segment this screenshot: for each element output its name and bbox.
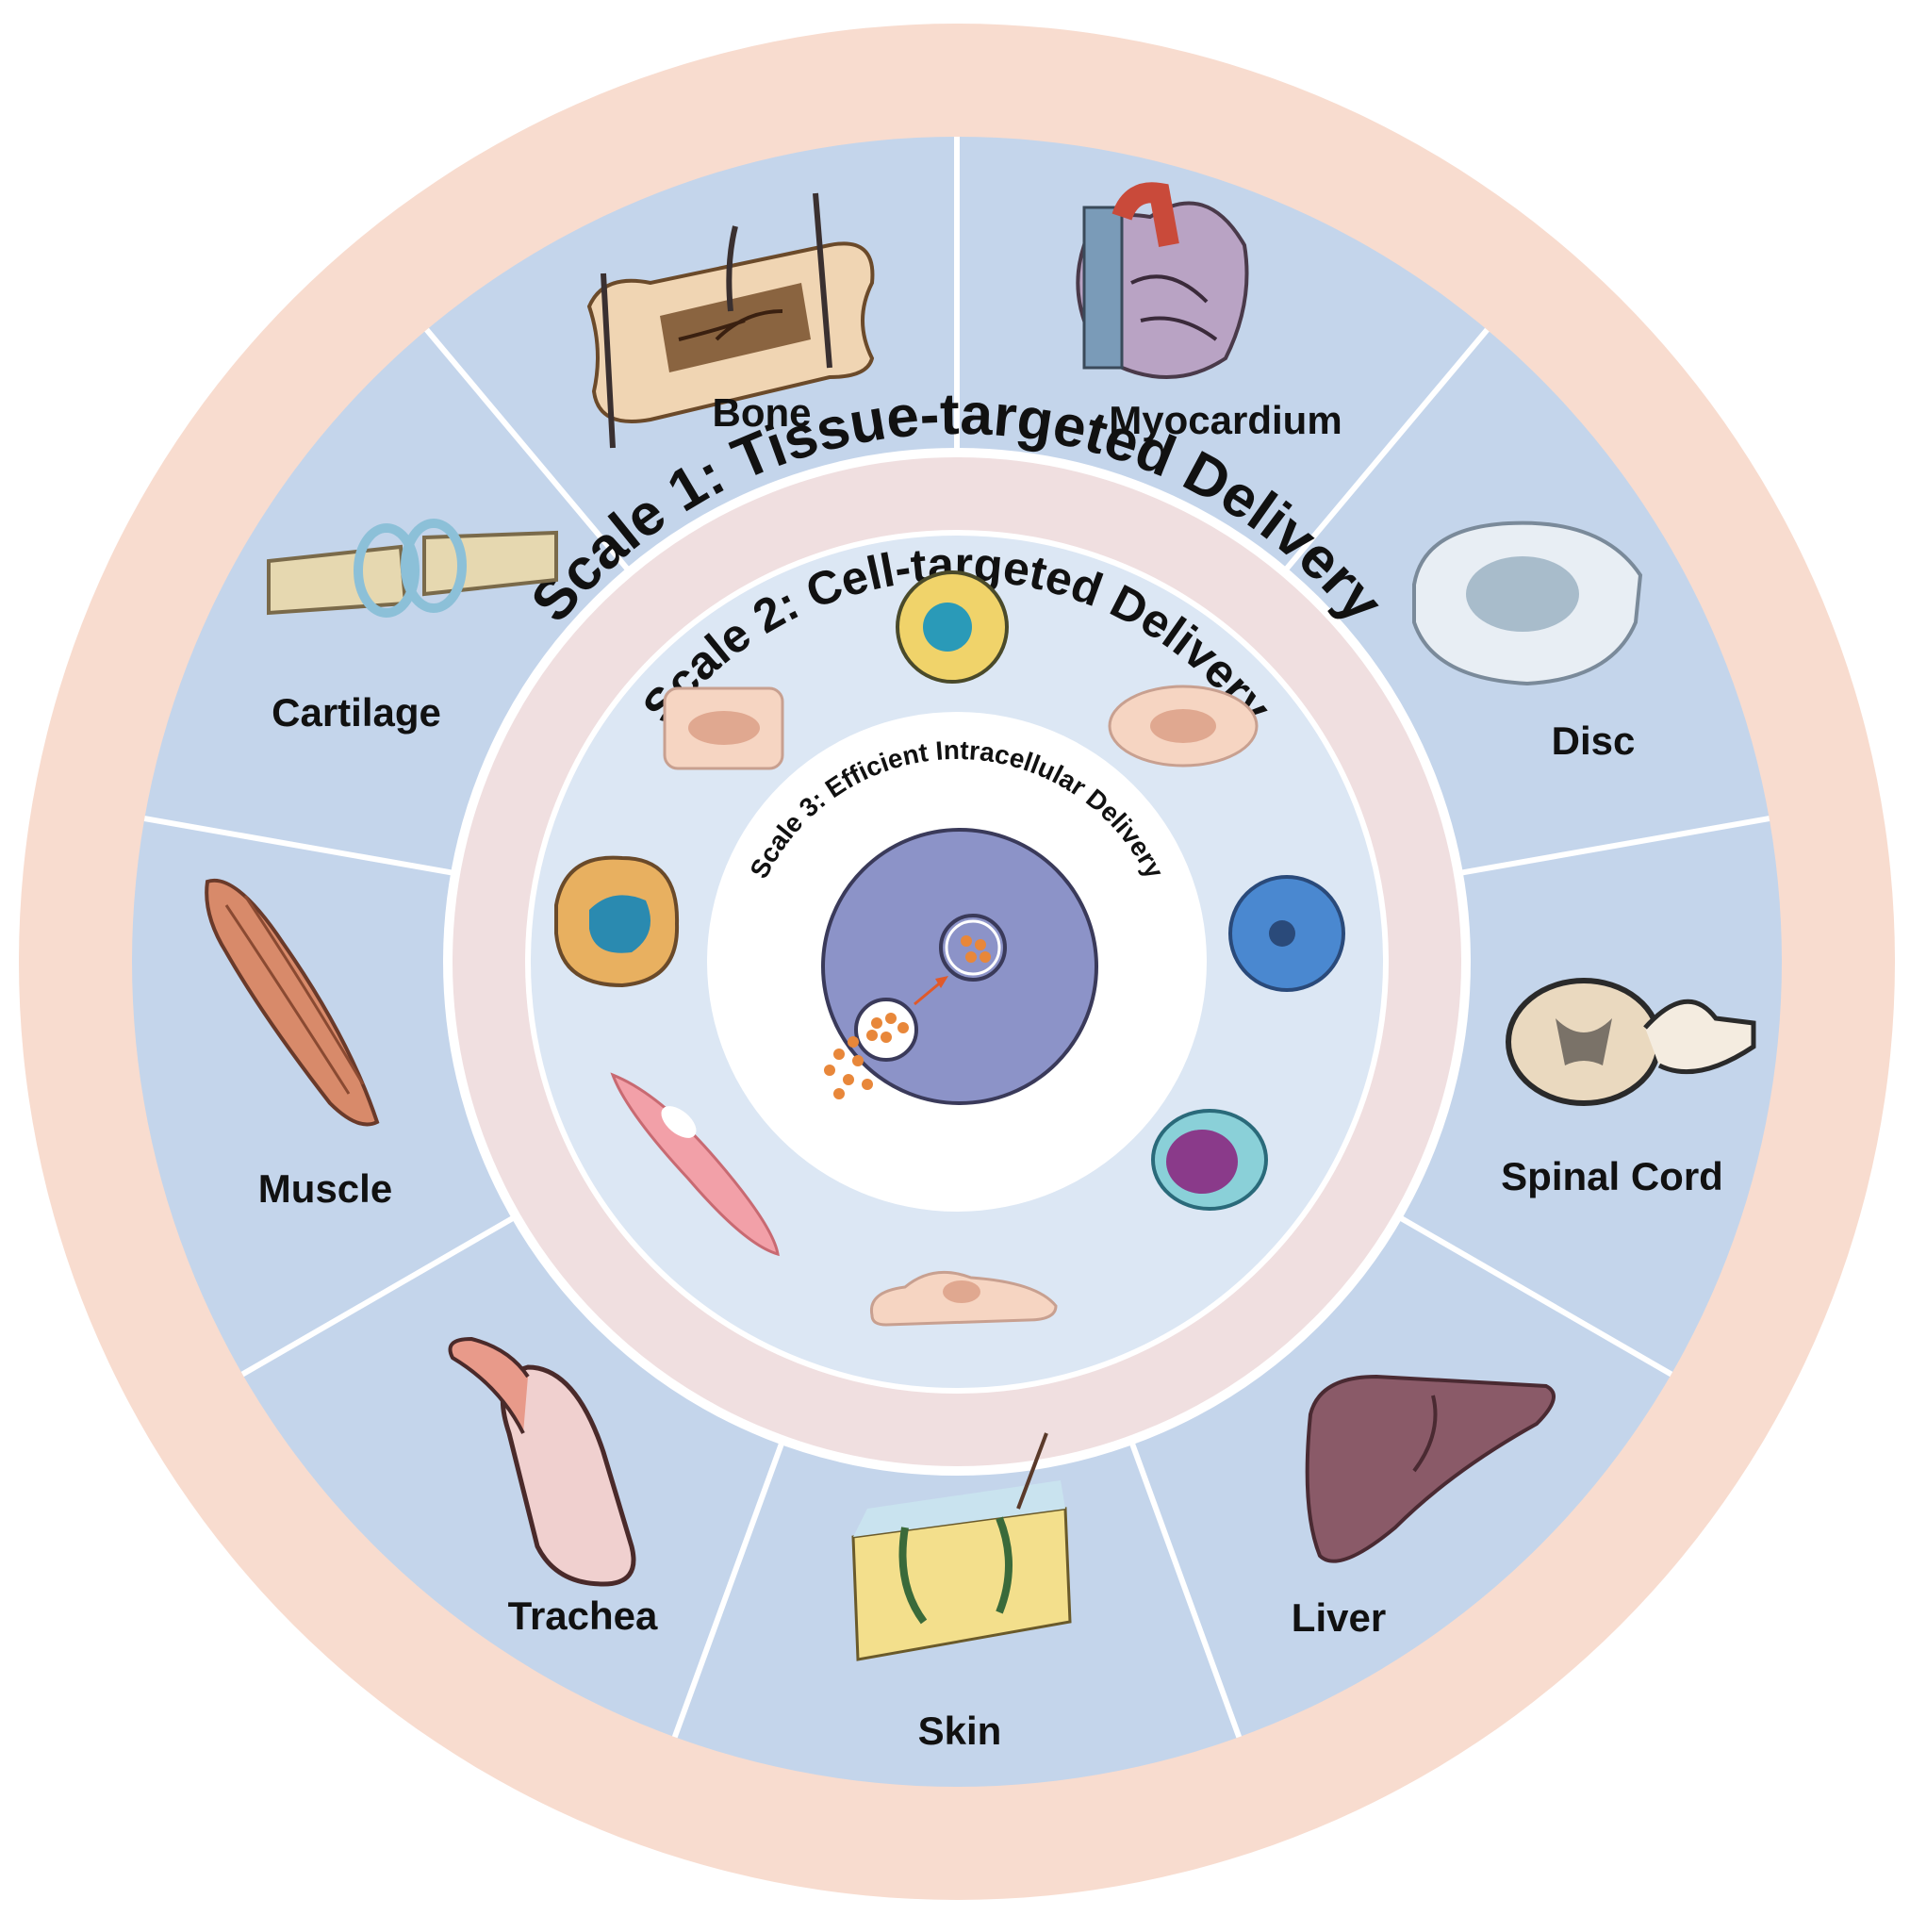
flat-cell-icon <box>869 1270 1058 1327</box>
tissue-label-muscle: Muscle <box>258 1166 392 1211</box>
nanoparticle <box>833 1088 845 1099</box>
heart-icon <box>1076 182 1249 379</box>
tissue-label-bone: Bone <box>713 390 812 435</box>
tissue-divider-line <box>143 816 456 877</box>
nanoparticle <box>871 1017 882 1029</box>
tissue-label-cartilage: Cartilage <box>272 690 441 735</box>
muscle-icon <box>205 878 380 1127</box>
round-cell-icon <box>896 570 1009 684</box>
nanoparticle <box>833 1049 845 1060</box>
disc-icon <box>1412 520 1643 686</box>
square-cell-icon <box>663 686 784 770</box>
spindle-cell-icon <box>610 1072 780 1257</box>
nanoparticle <box>824 1065 835 1076</box>
tissue-divider-line <box>1396 1214 1673 1378</box>
nanoparticle <box>848 1036 859 1048</box>
nanoparticle <box>975 939 986 950</box>
cartilage-icon <box>267 519 558 618</box>
tissue-dividers <box>143 137 1770 1739</box>
nanoparticle <box>852 1055 864 1066</box>
nanoparticle <box>897 1022 909 1033</box>
nanoparticle <box>980 951 991 963</box>
bone-icon <box>586 192 875 449</box>
tissue-label-skin: Skin <box>918 1709 1002 1753</box>
spinal-cord-icon <box>1506 978 1756 1106</box>
tissue-label-myocardium: Myocardium <box>1109 398 1342 442</box>
nanoparticle <box>866 1030 878 1041</box>
tissue-divider-line <box>671 1439 786 1739</box>
tissue-divider-line <box>1281 327 1490 574</box>
endocytosis-arrow-icon <box>914 976 948 1006</box>
tissue-label-disc: Disc <box>1552 718 1636 763</box>
nanoparticle <box>843 1074 854 1085</box>
tissue-divider-line <box>1457 816 1770 877</box>
nanoparticles-icon <box>824 935 991 1099</box>
trachea-icon <box>448 1336 636 1587</box>
tissue-divider-line <box>240 1214 518 1378</box>
purple-cell-icon <box>1151 1109 1268 1211</box>
tissue-label-trachea: Trachea <box>508 1593 658 1638</box>
nanoparticle <box>862 1079 873 1090</box>
tissue-label-spinal-cord: Spinal Cord <box>1501 1154 1723 1198</box>
tissue-divider-line <box>424 327 633 574</box>
nanoparticle <box>965 951 977 963</box>
cell-body-icon <box>821 828 1098 1105</box>
macrophage-icon <box>554 855 680 988</box>
oval-cell-icon <box>1108 685 1259 768</box>
nanoparticle <box>961 935 972 947</box>
blue-cell-icon <box>1228 875 1345 992</box>
nanoparticle <box>885 1013 897 1024</box>
tissue-divider-line <box>1128 1439 1243 1739</box>
liver-icon <box>1305 1374 1556 1563</box>
nanoparticle <box>881 1032 892 1043</box>
tissue-label-liver: Liver <box>1292 1595 1386 1640</box>
skin-icon <box>851 1432 1072 1661</box>
